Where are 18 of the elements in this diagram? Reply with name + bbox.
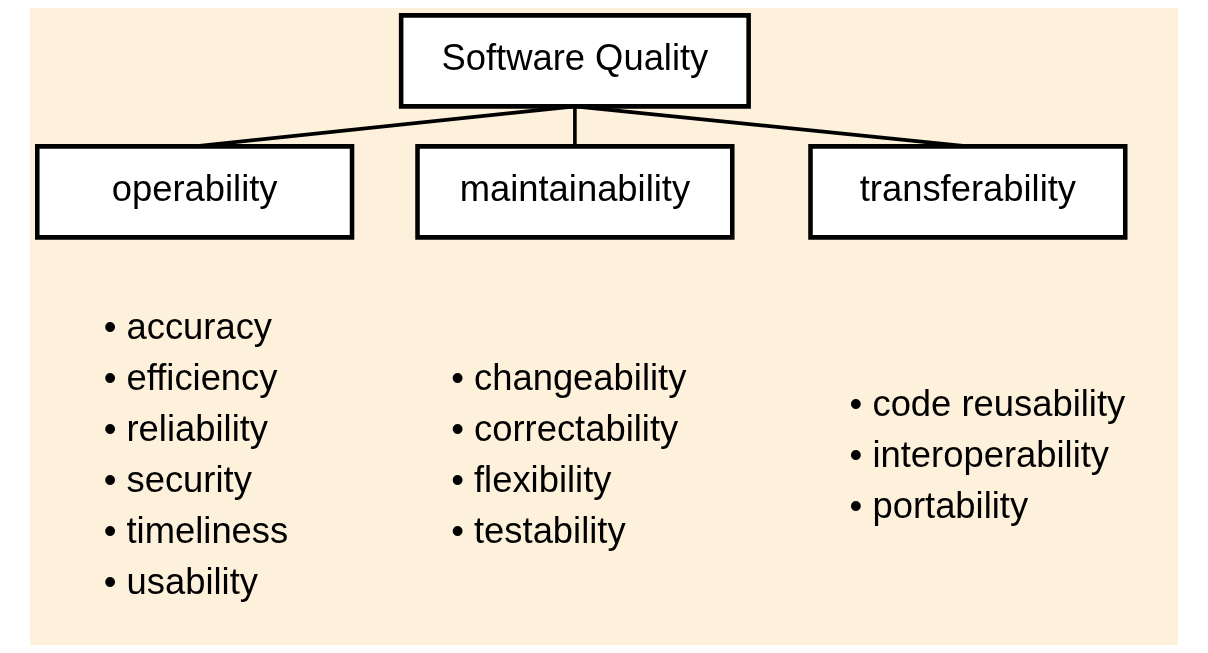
node-box: transferability <box>808 144 1128 240</box>
node-label: • correctability <box>451 408 679 450</box>
node-label: • reliability <box>103 408 269 450</box>
node-label: • changeability <box>451 357 687 399</box>
node-label: • portability <box>849 484 1029 526</box>
node-label: • interoperability <box>849 433 1110 475</box>
node-label: • efficiency <box>103 357 278 399</box>
node-box: operability <box>35 144 355 240</box>
node-label: • testability <box>451 510 626 551</box>
node-label: • timeliness <box>103 510 289 551</box>
connector <box>573 106 577 147</box>
node-label: • usability <box>103 560 258 602</box>
node-label: • security <box>103 459 252 501</box>
node-label: • flexibility <box>451 459 612 501</box>
node-box: Software Quality <box>398 13 751 109</box>
node-label: • code reusability <box>849 382 1126 424</box>
node-box: maintainability <box>415 144 735 240</box>
node-label: • accuracy <box>103 306 273 348</box>
